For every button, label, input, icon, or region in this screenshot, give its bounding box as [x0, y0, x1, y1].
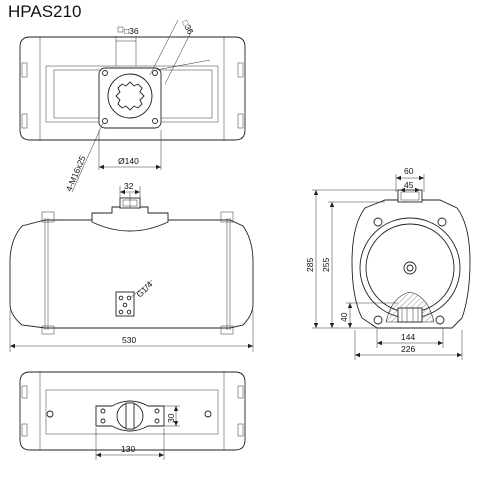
top-width-label: 60 [404, 166, 414, 176]
bottom-view: 30 130 [19, 371, 246, 460]
base-width-label: 144 [401, 332, 415, 342]
drawing-title: HPAS210 [8, 2, 81, 21]
flange-width-label: 130 [121, 444, 135, 454]
shaft-width-label: 32 [124, 181, 134, 191]
flange-height-label: 30 [166, 413, 176, 423]
body-width-label: 226 [401, 344, 415, 354]
height-total-label: 285 [305, 258, 315, 272]
square-flat-label-2: □36 [180, 18, 196, 36]
height-body-label: 255 [321, 258, 331, 272]
overall-length-label: 530 [122, 335, 136, 345]
port-label: G1/4 [134, 279, 154, 299]
front-view: 32 G1/4 530 [9, 181, 254, 352]
thread-note: 4-M16x25 [64, 154, 88, 193]
top-inner-label: 45 [404, 180, 414, 190]
square-flat-label-1: □36 [124, 26, 139, 36]
pcd-label: Ø140 [118, 156, 139, 166]
side-view: 60 45 285 255 40 144 226 [305, 166, 471, 360]
base-height-label: 40 [339, 312, 349, 322]
top-view: □36 □36 4-M16x25 Ø140 [19, 18, 246, 193]
